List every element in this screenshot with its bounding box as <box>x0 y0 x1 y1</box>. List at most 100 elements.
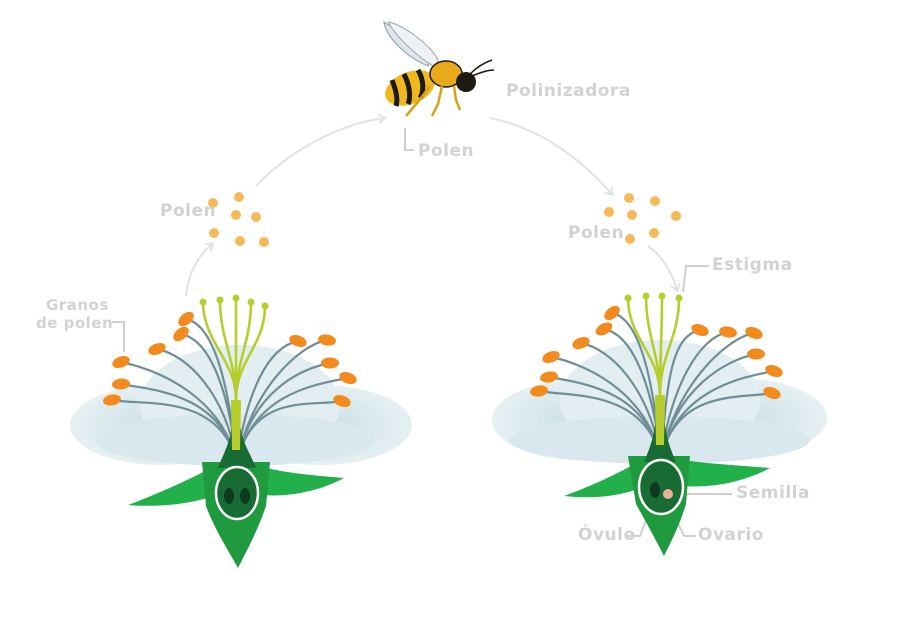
anther <box>173 326 189 342</box>
pollen-grain-icon <box>604 207 614 217</box>
anther <box>148 342 166 356</box>
stigma-tip <box>199 298 207 306</box>
pistil-upper <box>231 400 241 450</box>
label-pollen-right: Polen <box>568 223 625 243</box>
ovule <box>650 482 660 498</box>
anther <box>691 323 709 337</box>
ovule <box>224 488 234 504</box>
anther <box>333 394 351 408</box>
label-pollinator: Polinizadora <box>506 81 631 101</box>
stigma-tip <box>232 294 240 302</box>
label-ovule: Óvulo <box>578 525 636 545</box>
anther <box>339 371 357 385</box>
pollen-grain-icon <box>251 212 261 222</box>
pollen-grain-icon <box>235 236 245 246</box>
pollen-grain-icon <box>671 211 681 221</box>
label-pollen-bee: Polen <box>418 141 475 161</box>
ovule <box>240 488 250 504</box>
pollen-grain-icon <box>627 210 637 220</box>
stigma-tip <box>261 302 269 310</box>
anther <box>112 378 130 390</box>
stigma-branches <box>199 294 269 450</box>
stigma-tip <box>642 292 650 300</box>
bee-antenna <box>469 59 493 75</box>
leader-estigma <box>682 265 709 293</box>
anther <box>112 355 130 369</box>
label-pollen-grains-1: Granos <box>46 296 109 314</box>
pollen-cluster-right <box>604 193 681 244</box>
anther <box>321 357 339 369</box>
stigma-branches <box>624 292 683 445</box>
stamen-filament <box>659 391 773 459</box>
pollen-grain-icon <box>231 210 241 220</box>
label-pollen-grains-2: de polen <box>36 314 114 332</box>
seed <box>663 489 673 499</box>
leader-granos <box>112 321 125 352</box>
arrow-pollen-to-bee <box>255 118 384 187</box>
label-seed: Semilla <box>736 483 810 503</box>
pollen-grain-icon <box>209 228 219 238</box>
pollen-path-arrows <box>185 117 677 297</box>
anther <box>745 326 763 340</box>
anther <box>542 350 560 364</box>
stamen-filament <box>111 398 239 463</box>
bee-icon <box>383 20 495 117</box>
stigma-branch <box>234 305 267 401</box>
anther <box>572 336 590 350</box>
stigma-tip <box>658 292 666 300</box>
arrow-bee-to-pollen <box>489 117 612 194</box>
bee-leg <box>405 85 431 117</box>
leader-pollen-bee <box>404 128 414 151</box>
stamen-filament <box>235 399 343 463</box>
pollen-grain-icon <box>234 192 244 202</box>
arrow-anther-to-pollen <box>185 244 212 297</box>
ovary <box>637 458 685 516</box>
label-stigma: Estigma <box>712 255 793 275</box>
flower-icon <box>492 292 827 556</box>
sepal-right <box>680 460 770 487</box>
pollen-grain-icon <box>625 234 635 244</box>
bee-head <box>456 72 476 92</box>
pollen-grain-icon <box>649 228 659 238</box>
stigma-tip <box>247 298 255 306</box>
anther <box>103 394 121 406</box>
stigma-tip <box>675 294 683 302</box>
anther <box>765 364 783 378</box>
stamen-filament <box>538 389 663 459</box>
stamen-filament <box>659 352 757 459</box>
anther <box>595 322 613 336</box>
bee-leg <box>430 85 444 117</box>
anther <box>289 334 307 348</box>
anther <box>178 311 194 327</box>
ovary <box>214 465 260 521</box>
anther <box>747 348 765 360</box>
stigma-tip <box>216 296 224 304</box>
bee-stripe <box>389 79 400 107</box>
anther <box>763 386 781 400</box>
bee-leg <box>452 85 462 111</box>
stigma-tip <box>624 294 632 302</box>
bee-stripe <box>401 72 413 106</box>
pollen-grain-icon <box>259 237 269 247</box>
pollen-grain-icon <box>624 193 634 203</box>
bee-wing-front <box>387 21 439 69</box>
anther <box>540 371 558 383</box>
pollen-grain-icon <box>208 198 218 208</box>
flower-icon <box>70 294 412 568</box>
label-pollen-left: Polen <box>160 201 217 221</box>
anther <box>719 326 737 338</box>
arrow-pollen-to-stigma <box>647 245 677 290</box>
sepal-left <box>128 466 228 506</box>
anther <box>604 305 620 321</box>
anther <box>318 334 336 346</box>
anther <box>530 385 548 397</box>
pollen-grain-icon <box>650 196 660 206</box>
stigma-branch <box>658 297 681 396</box>
label-ovary: Ovario <box>698 525 764 545</box>
pistil-upper <box>655 395 665 445</box>
sepal-left <box>564 462 650 498</box>
bee-antenna <box>471 69 495 77</box>
pollen-cluster-left <box>208 192 269 247</box>
